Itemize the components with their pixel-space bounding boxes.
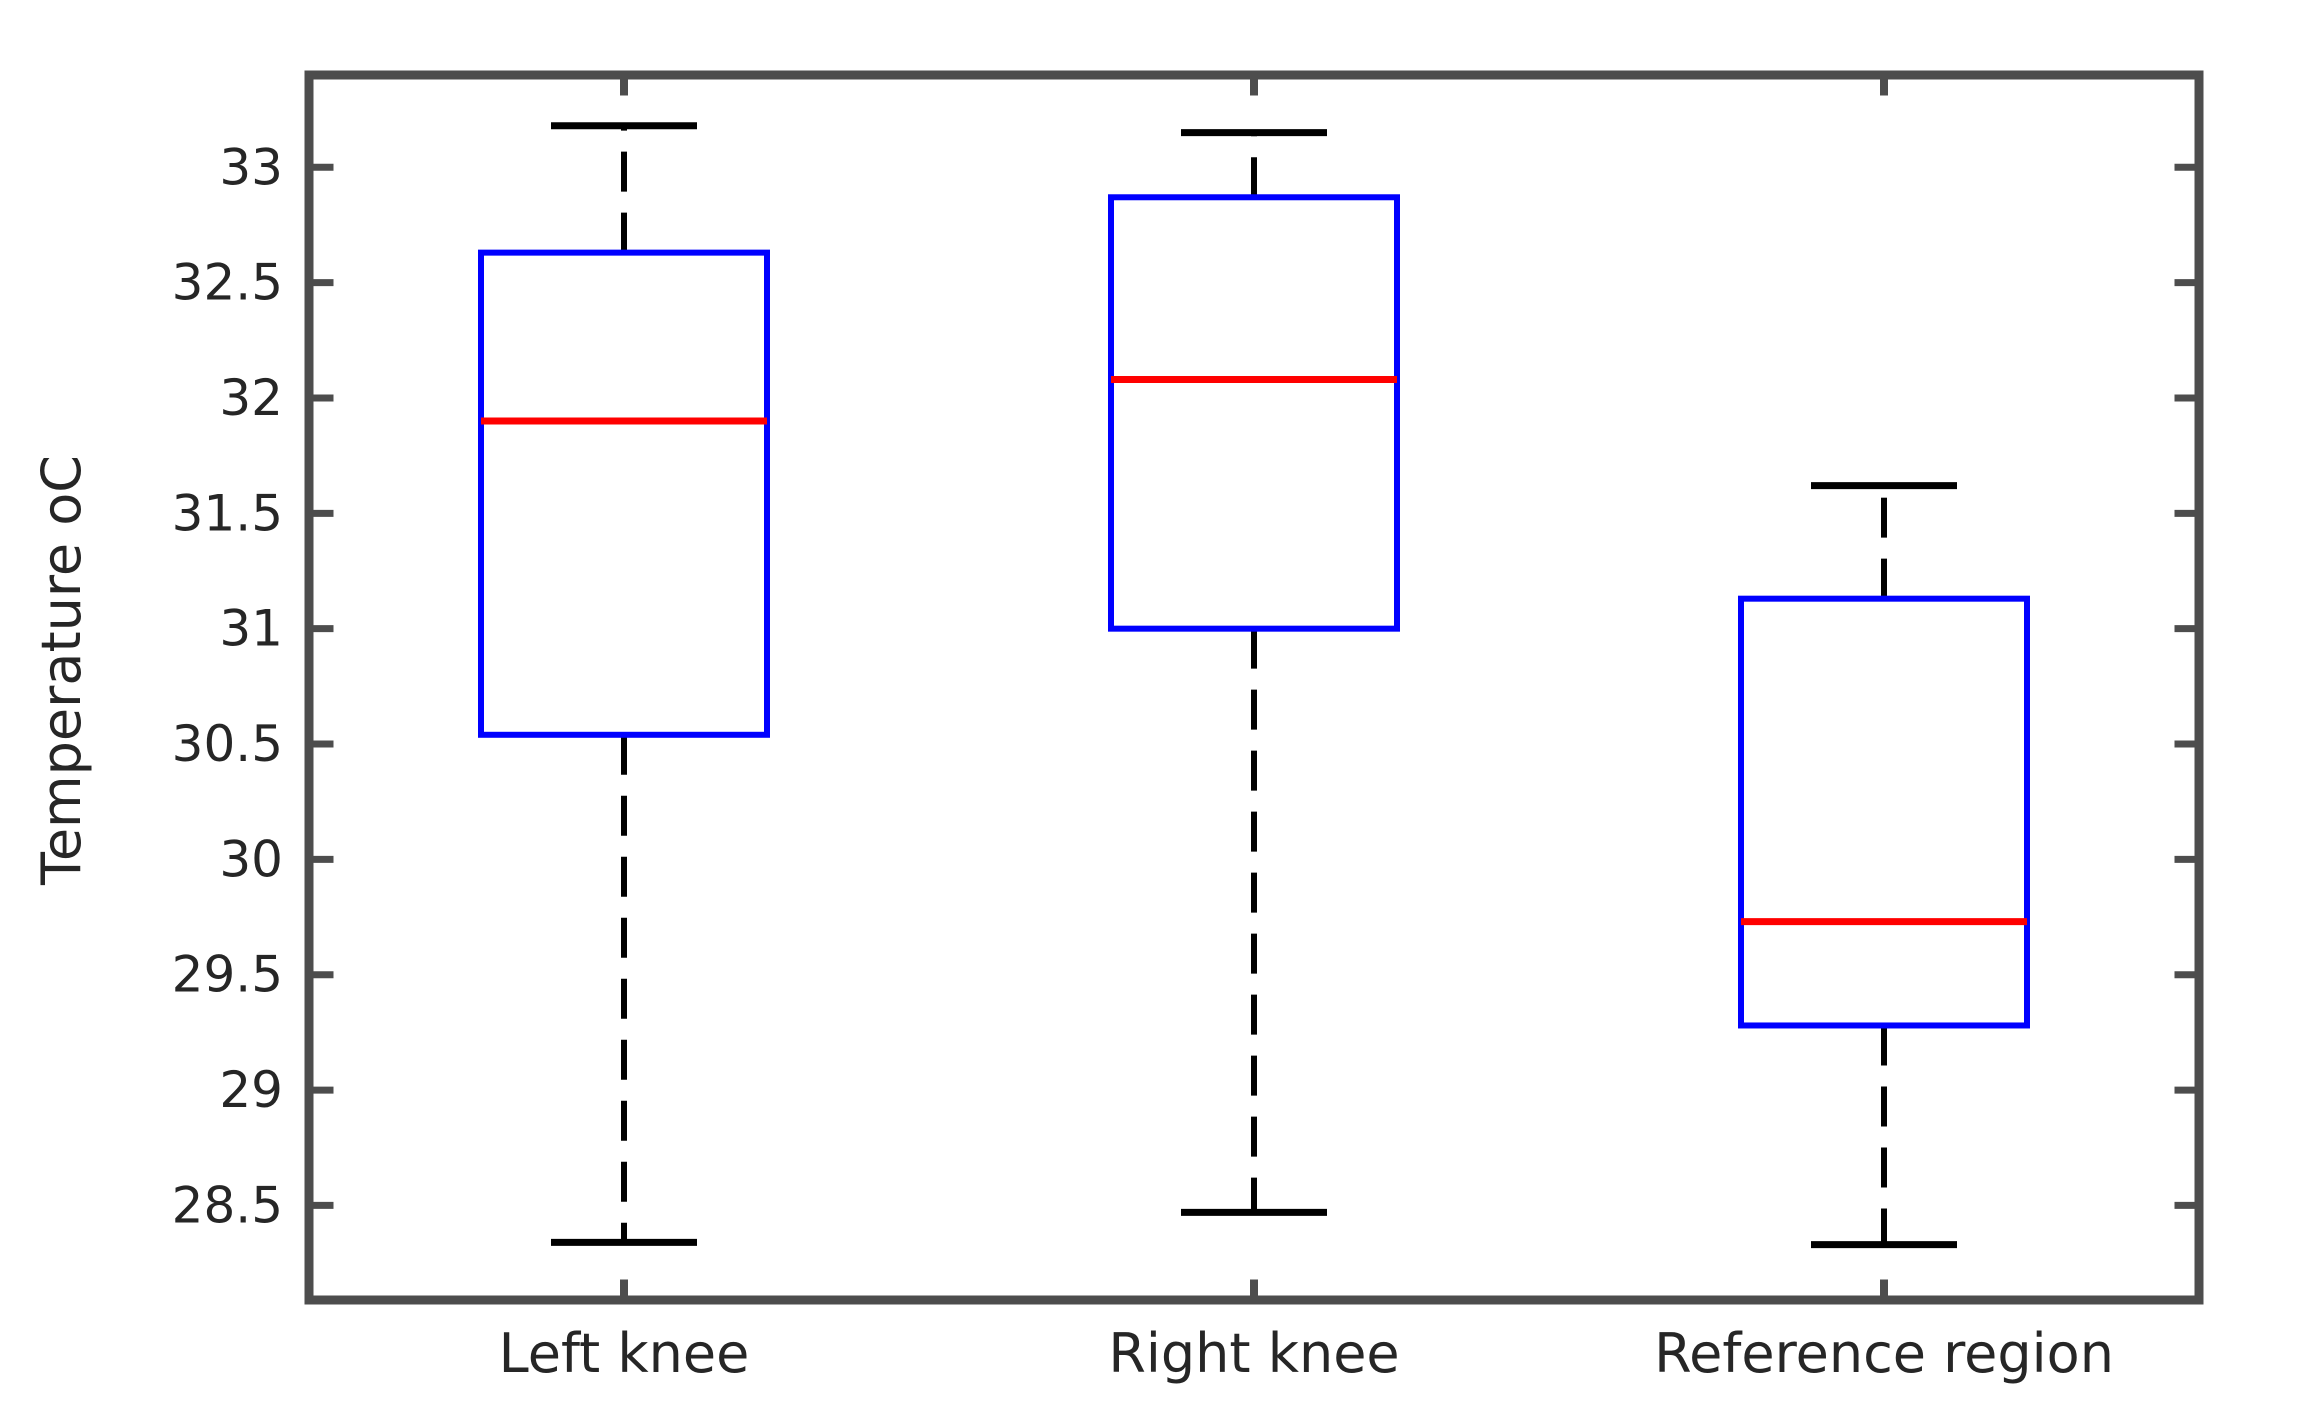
x-tick-label: Right knee xyxy=(1108,1322,1399,1385)
iqr-box xyxy=(478,249,770,738)
box-group-right-knee xyxy=(1108,129,1400,1216)
y-tick-label: 31.5 xyxy=(172,484,283,542)
y-tick-label: 32.5 xyxy=(172,254,283,312)
y-tick-label: 30 xyxy=(219,830,283,888)
x-tick-label: Reference region xyxy=(1654,1322,2114,1385)
y-tick-label: 33 xyxy=(219,138,283,196)
y-tick-label: 31 xyxy=(219,600,283,658)
x-tick-label: Left knee xyxy=(499,1322,750,1385)
y-tick-label: 28.5 xyxy=(172,1176,283,1234)
iqr-box xyxy=(1108,194,1400,632)
y-tick-label: 29 xyxy=(219,1061,283,1119)
iqr-box xyxy=(1738,595,2030,1029)
box-group-reference-region xyxy=(1738,482,2030,1249)
plot-frame xyxy=(304,70,2204,1305)
box-group-left-knee xyxy=(478,122,770,1246)
y-axis-label: Temperature oC xyxy=(30,455,93,886)
y-tick-label: 32 xyxy=(219,369,283,427)
y-tick-label: 30.5 xyxy=(172,715,283,773)
y-tick-label: 29.5 xyxy=(172,946,283,1004)
